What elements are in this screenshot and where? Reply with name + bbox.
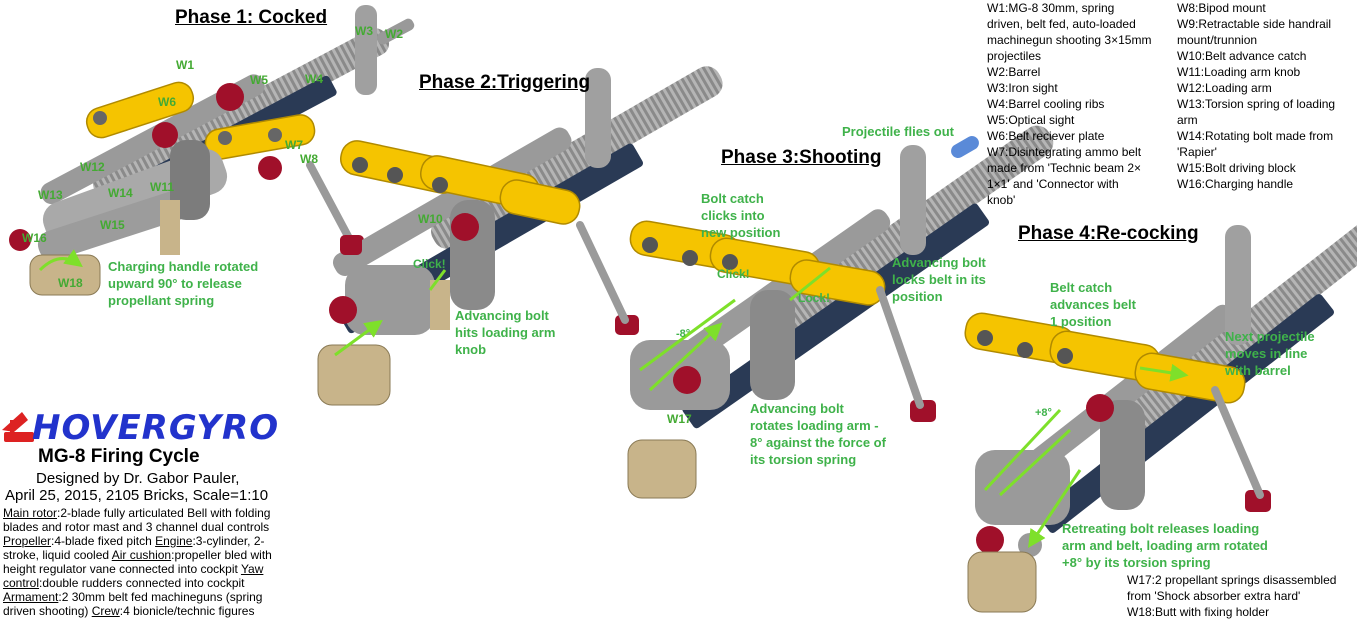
note-minus8: -8° [676,328,691,340]
part-label: W15 [100,218,125,232]
note-click-1: Click! [413,257,446,271]
part-label: W3 [355,24,373,38]
phase4-machinegun-model [964,212,1357,613]
spec-label: Air cushion [111,548,172,562]
part-label: W13 [38,188,63,202]
part-label: W6 [158,95,176,109]
spec-label: Crew [91,604,120,618]
phase4-title: Phase 4:Re-cocking [1018,223,1199,244]
note-plus8: +8° [1035,407,1052,419]
part-label: W7 [285,138,303,152]
spec-label: Propeller [3,534,52,548]
spec-label: Yaw control [3,562,264,590]
spec-label: Armament [3,590,59,604]
diagram-title: MG-8 Firing Cycle [38,446,200,467]
part-label: W1 [176,58,194,72]
phase3-title: Phase 3:Shooting [721,147,882,168]
phase2-machinegun-model [317,66,723,406]
phase1-machinegun-model [9,5,415,296]
note-projectile: Projectile flies out [842,124,954,139]
part-label: W5 [250,73,268,87]
part-label: W16 [22,231,47,245]
part-label: W18 [58,276,83,290]
phase3-machinegun-model [627,125,1054,499]
spec-label: Engine [155,534,193,548]
part-label: W10 [418,212,443,226]
part-label: W4 [305,72,323,86]
note-click-2: Click! [717,267,750,281]
part-label: W2 [385,27,403,41]
part-label: W17 [667,412,692,426]
hovergyro-logo-icon [2,412,34,442]
part-label: W14 [108,186,133,200]
phase2-title: Phase 2:Triggering [419,72,591,93]
credits-line-1: Designed by Dr. Gabor Pauler, [36,470,240,487]
spec-text: Main rotor:2-blade fully articulated Bel… [3,506,272,618]
part-label: W8 [300,152,318,166]
hovergyro-logo: HOVERGYRO [32,408,280,448]
part-label: W12 [80,160,105,174]
note-lock: Lock! [798,291,831,305]
spec-label: Main rotor [3,506,58,520]
credits-line-2: April 25, 2015, 2105 Bricks, Scale=1:10 [5,487,269,504]
part-label: W11 [150,180,175,194]
phase1-title: Phase 1: Cocked [175,7,328,28]
